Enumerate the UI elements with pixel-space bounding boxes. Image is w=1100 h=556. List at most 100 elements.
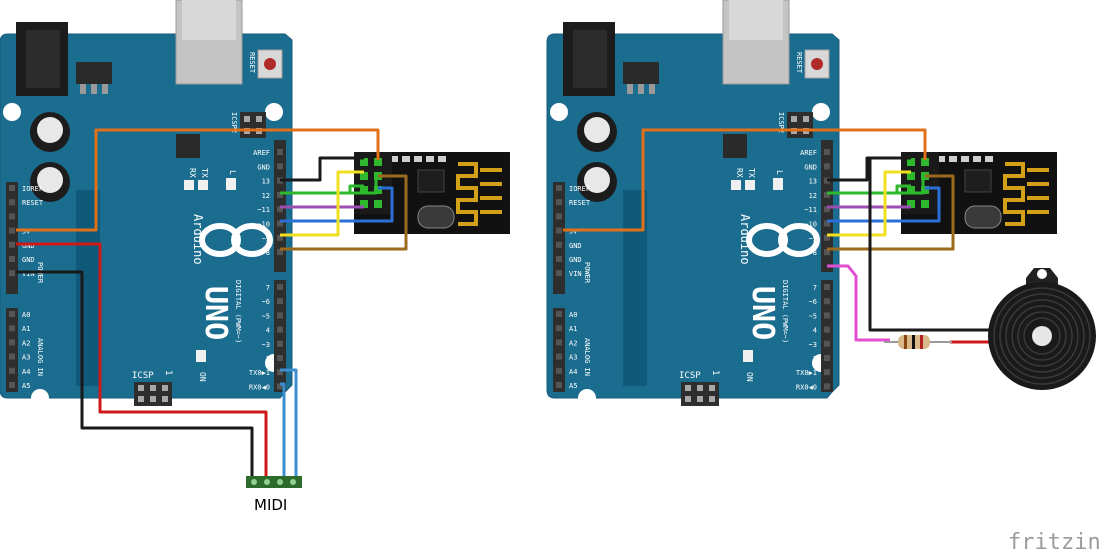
on-led [196, 350, 206, 362]
board-outline [546, 33, 840, 399]
radio-chip [417, 169, 445, 193]
tx-led [745, 180, 755, 190]
digital-pin-label: ~10 [257, 221, 270, 229]
tx-led [198, 180, 208, 190]
tx-label: TX [200, 168, 209, 178]
digital-pin-label: 4 [266, 327, 270, 335]
radio-pin [360, 172, 368, 180]
rx-label: RX [188, 168, 197, 178]
radio-pin [907, 186, 915, 194]
power-pin-label: RESET [22, 199, 44, 207]
digital-pin-label: RX0◀0 [249, 383, 270, 391]
digital-pin-label: TX0▶1 [249, 369, 270, 377]
radio-pin [374, 158, 382, 166]
icsp2-pin [803, 116, 809, 122]
buzzer-ring [999, 293, 1085, 379]
radio-chip [964, 169, 992, 193]
uno-model: UNO [745, 286, 780, 340]
capacitor-top [37, 117, 63, 143]
resistor [884, 335, 952, 349]
buzzer-ring [1011, 305, 1073, 367]
analog-pin-label: A5 [22, 382, 30, 390]
digital-pin-label: ~9 [262, 235, 270, 243]
wire-tx-midi [280, 368, 298, 480]
radio-smd [414, 156, 422, 162]
analog-label: ANALOG IN [583, 338, 591, 376]
radio-smd [426, 156, 434, 162]
radio-smd [985, 156, 993, 162]
wire-buzzer-signal [827, 264, 890, 342]
digital-pin [824, 355, 830, 361]
radio-header [354, 152, 392, 214]
analog-pin [9, 353, 15, 360]
radio-antenna [456, 162, 478, 226]
radio-pin [907, 158, 915, 166]
digital-pin [824, 298, 830, 305]
icsp2-pin [791, 116, 797, 122]
reset-label: RESET [795, 52, 803, 74]
mounting-hole [31, 389, 49, 407]
icsp-pin [150, 396, 156, 402]
digital-pin [824, 383, 830, 390]
icsp-pin [162, 396, 168, 402]
icsp-label: ICSP [679, 371, 701, 381]
analog-pin [556, 382, 562, 388]
digital-pin [277, 249, 283, 256]
icsp2-pin [256, 116, 262, 122]
mounting-hole [578, 389, 596, 407]
digital-pin-label: 12 [809, 192, 817, 200]
power-pin [9, 256, 15, 262]
radio-pin [374, 200, 382, 208]
icsp-pin [697, 385, 703, 391]
power-pin [9, 270, 15, 277]
digital-pin [277, 298, 283, 305]
dc-jack-inner [26, 30, 60, 88]
analog-label: ANALOG IN [36, 338, 44, 376]
wire-sck-end [348, 184, 364, 193]
digital-pin-label: GND [257, 163, 270, 171]
power-pin [556, 241, 562, 248]
digital-pin [277, 163, 283, 170]
midi-pin [264, 479, 270, 485]
digital-pin-label: AREF [800, 149, 817, 157]
wire-buzzer-gnd [868, 158, 1000, 332]
analog-pin [9, 367, 15, 374]
arduino-logo-right-ring [231, 223, 273, 257]
arduino-logo-left-ring [199, 223, 241, 257]
analog-pin [556, 325, 562, 332]
analog-header [6, 308, 18, 392]
mounting-hole [265, 103, 283, 121]
digital-header-bottom [274, 280, 286, 392]
icsp2-header [240, 112, 266, 138]
regulator-pin [627, 84, 633, 94]
digital-pin [824, 220, 830, 227]
icsp-pin [697, 396, 703, 402]
usb-chip [723, 134, 747, 158]
reset-button-cap [811, 58, 823, 70]
wire-gnd-radio [827, 156, 911, 182]
digital-pin-label: 7 [813, 284, 817, 292]
digital-pin-label: TX0▶1 [796, 369, 817, 377]
usb-connector-face [182, 0, 236, 40]
digital-pin [277, 149, 283, 155]
digital-pin-label: ~6 [809, 298, 817, 306]
reset-button-cap [264, 58, 276, 70]
capacitor-top [584, 167, 610, 193]
analog-pin [9, 311, 15, 317]
analog-pin [556, 311, 562, 317]
digital-pin [824, 340, 830, 347]
power-pin [9, 213, 15, 220]
digital-pin-label: AREF [253, 149, 270, 157]
digital-pin [277, 369, 283, 376]
wire-5v-midi [16, 242, 268, 480]
digital-pin-label: 8 [266, 249, 270, 257]
resistor-band [920, 335, 923, 349]
icsp-pin [709, 396, 715, 402]
l-label: L [228, 170, 237, 175]
analog-pin-label: A2 [22, 339, 30, 347]
digital-pin [277, 340, 283, 347]
analog-pin [9, 325, 15, 332]
power-pin [556, 227, 562, 234]
icsp2-label: ICSP2 [230, 112, 238, 133]
midi-pin [290, 479, 296, 485]
